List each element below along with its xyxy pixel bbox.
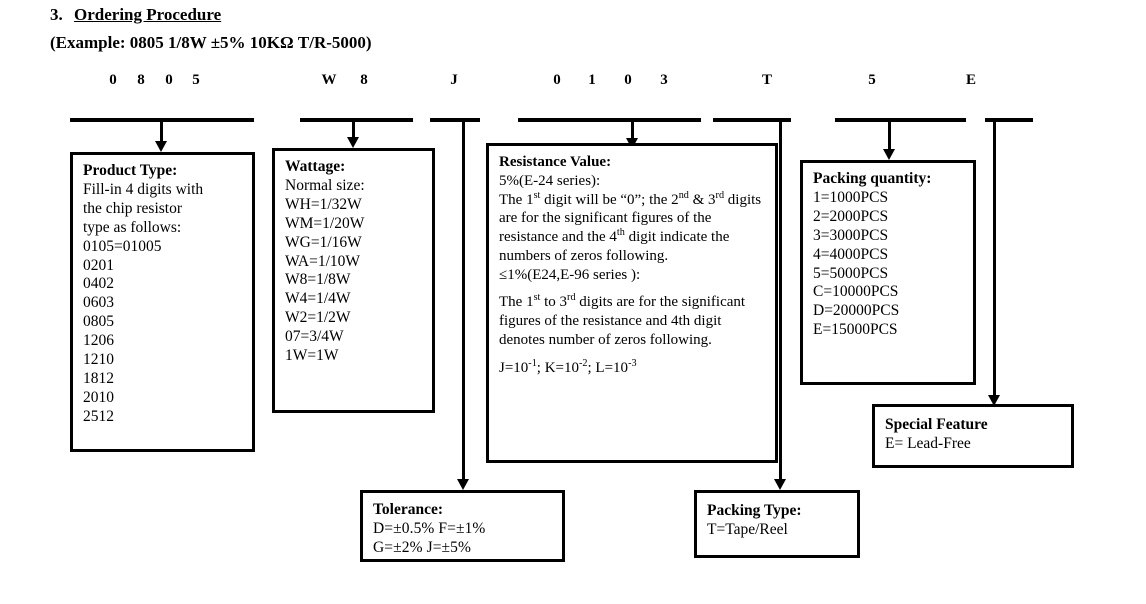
box-line: 2512	[83, 407, 114, 425]
box-line: E=15000PCS	[813, 321, 898, 339]
box-wattage-title: Wattage:	[285, 158, 346, 175]
arrow-product-type	[155, 141, 167, 152]
stem-wattage	[352, 120, 355, 141]
box-line: W8=1/8W	[285, 271, 351, 289]
box-packing-type: Packing Type: T=Tape/Reel	[694, 490, 860, 558]
arrow-packing-quantity	[883, 149, 895, 160]
series-1pct-label: ≤1%(E24,E-96 series ):	[499, 266, 641, 283]
box-packing-type-title: Packing Type:	[707, 502, 802, 519]
series-5pct-description: The 1st digit will be “0”; the 2nd & 3rd…	[499, 189, 762, 264]
box-line: 2010	[83, 388, 114, 406]
arrow-packing-type	[774, 479, 786, 490]
box-line: W4=1/4W	[285, 290, 351, 308]
series-1pct-description: The 1st to 3rd digits are for the signif…	[499, 292, 746, 348]
stem-special-feature	[993, 120, 996, 399]
box-line: 07=3/4W	[285, 328, 344, 346]
box-line: 0603	[83, 294, 114, 312]
bar-packing-quantity	[835, 118, 966, 122]
box-product-type-title: Product Type:	[83, 162, 178, 179]
code-char: 0	[109, 72, 117, 88]
box-line: 4=4000PCS	[813, 245, 889, 263]
bar-packing-type	[713, 118, 791, 122]
box-line: Fill-in 4 digits with	[83, 180, 204, 198]
code-char: J	[450, 72, 458, 88]
box-line: 0805	[83, 313, 114, 331]
box-special-feature-title: Special Feature	[885, 416, 988, 433]
stem-packing-type	[779, 120, 782, 483]
box-line: 1210	[83, 351, 114, 369]
box-line: 3=3000PCS	[813, 226, 889, 244]
box-line: type as follows:	[83, 218, 182, 236]
box-resistance-value-title: Resistance Value:	[499, 154, 612, 170]
box-line: the chip resistor	[83, 199, 183, 217]
box-line: 1812	[83, 369, 114, 387]
box-line: 1=1000PCS	[813, 188, 889, 206]
page-title: Ordering Procedure	[74, 5, 222, 24]
bar-tolerance	[430, 118, 480, 122]
code-char: 8	[360, 72, 368, 88]
box-tolerance-title: Tolerance:	[373, 501, 444, 518]
stem-packing-quantity	[888, 120, 891, 153]
code-char: 3	[660, 72, 668, 88]
box-line: WM=1/20W	[285, 214, 365, 232]
box-line: C=10000PCS	[813, 283, 899, 301]
example-part-number: (Example: 0805 1/8W ±5% 10KΩ T/R-5000)	[50, 33, 372, 52]
code-char: T	[761, 72, 772, 88]
box-line: 2=2000PCS	[813, 207, 889, 225]
box-line: Normal size:	[285, 176, 365, 194]
bar-wattage	[300, 118, 413, 122]
stem-resistance-value	[631, 120, 634, 142]
box-line: 0201	[83, 256, 114, 274]
code-char: 5	[868, 72, 876, 88]
code-char: W	[321, 72, 337, 88]
box-line: D=±0.5% F=±1%	[373, 519, 486, 537]
bar-resistance-value	[518, 118, 701, 122]
arrow-special-feature	[988, 395, 1000, 406]
box-line: WG=1/16W	[285, 233, 362, 251]
box-resistance-value: Resistance Value: 5%(E-24 series): The 1…	[486, 143, 778, 463]
code-char: 0	[624, 72, 632, 88]
bar-special-feature	[985, 118, 1033, 122]
box-line: G=±2% J=±5%	[373, 538, 472, 556]
box-line: D=20000PCS	[813, 302, 900, 320]
box-line: WH=1/32W	[285, 195, 362, 213]
box-special-feature: Special Feature E= Lead-Free	[872, 404, 1074, 468]
box-line: W2=1/2W	[285, 309, 351, 327]
box-wattage: Wattage: Normal size: WH=1/32W WM=1/20W …	[272, 148, 435, 413]
stem-tolerance	[462, 120, 465, 483]
box-tolerance: Tolerance: D=±0.5% F=±1% G=±2% J=±5%	[360, 490, 565, 562]
box-line: 1206	[83, 332, 114, 350]
code-char: 0	[165, 72, 173, 88]
stem-product-type	[160, 120, 163, 145]
box-packing-quantity: Packing quantity: 1=1000PCS 2=2000PCS 3=…	[800, 160, 976, 385]
box-line: 5=5000PCS	[813, 264, 889, 282]
code-char: 0	[553, 72, 561, 88]
series-5pct-label: 5%(E-24 series):	[499, 172, 601, 189]
arrow-wattage	[347, 137, 359, 148]
box-line: T=Tape/Reel	[707, 520, 788, 538]
arrow-tolerance	[457, 479, 469, 490]
code-char: 8	[137, 72, 145, 88]
box-packing-quantity-title: Packing quantity:	[813, 170, 932, 187]
box-line: 1W=1W	[285, 347, 339, 365]
box-line: WA=1/10W	[285, 252, 361, 270]
multiplier-codes: J=10-1; K=10-2; L=10-3	[499, 357, 637, 376]
section-number: 3.	[50, 5, 63, 24]
box-product-type: Product Type: Fill-in 4 digits with the …	[70, 152, 255, 452]
box-line: 0105=01005	[83, 237, 162, 255]
box-line: E= Lead-Free	[885, 434, 971, 452]
box-line: 0402	[83, 275, 114, 293]
code-char: 5	[192, 72, 200, 88]
code-char: 1	[588, 72, 596, 88]
code-char: E	[965, 72, 976, 88]
